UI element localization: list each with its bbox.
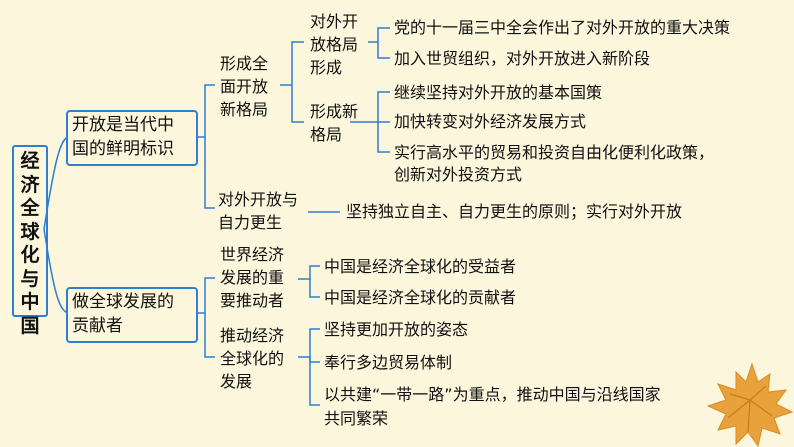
b1-s1-b-item3-line1: 实行高水平的贸易和投资自由化便利化政策， [394,143,715,162]
b1-s1-b-title-line1: 形成新 [310,102,359,121]
b2-sub2-item2: 奉行多边贸易体制 [324,353,453,372]
connector-b2s1-item1 [298,265,320,280]
branch1-box [66,110,198,166]
b1-s1-b-item2: 加快转变对外经济发展方式 [394,112,587,131]
connector-sub1-b [291,85,304,123]
connector-b1-sub1 [196,84,215,138]
connector-a-item1 [368,27,390,43]
connector-b2-sub1 [196,277,215,314]
b1-s1-b-item3-line2: 创新对外投资方式 [394,165,523,184]
b1-sub2-title-line1: 对外开放与 [218,190,299,209]
b2-sub1-item2: 中国是经济全球化的贡献者 [324,288,517,307]
b2-sub1-title-line1: 世界经济 [220,245,285,264]
b1-s1-a-item2: 加入世贸组织，对外开放进入新阶段 [394,49,651,68]
branch1-title-line1: 开放是当代中 [72,115,174,135]
b1-s1-b-title-line2: 格局 [310,125,343,144]
connector-b2-sub2 [204,313,215,358]
b2-sub2-item1: 坚持更加开放的姿态 [324,320,469,339]
connector-b2s2-item3 [309,357,320,406]
b1-sub1-title-line2: 面开放 [220,77,269,96]
root-title: 经济全球化与中国 [20,150,40,337]
maple-leaf-icon [706,362,794,447]
connector-b-item1 [350,91,390,123]
b1-sub2-item: 坚持独立自主、自力更生的原则；实行对外开放 [346,202,683,221]
connector-b2s2-item2 [309,357,320,363]
connector-b2s2-item1 [298,328,320,358]
connector-sub1-a [280,41,304,86]
b2-sub2-title-line2: 全球化的 [220,349,285,368]
b2-sub2-title-line1: 推动经济 [220,326,285,345]
b2-sub1-title-line3: 要推动者 [220,291,285,310]
connector-b2s1-item2 [309,279,320,298]
branch2-box [66,287,198,343]
branch2-title-line2: 贡献者 [72,316,123,336]
b1-s1-a-item1: 党的十一届三中全会作出了对外开放的重大决策 [394,18,731,37]
b1-sub1-title-line1: 形成全 [220,54,269,73]
b2-sub2-item3-line1: 以共建“一带一路”为重点，推动中国与沿线国家 [324,385,661,404]
b1-sub2-title-line2: 自力更生 [218,213,283,232]
b1-sub1-title-line3: 新格局 [220,100,269,119]
branch1-title-line2: 国的鲜明标识 [72,139,174,159]
connector-b1-sub2 [204,137,215,209]
b1-s1-b-item1: 继续坚持对外开放的基本国策 [394,83,603,102]
connector-b-item3 [377,122,390,153]
connector-a-item2 [377,42,390,59]
b2-sub1-title-line2: 发展的重 [220,268,285,287]
b2-sub1-item1: 中国是经济全球化的受益者 [324,257,517,276]
b2-sub2-title-line3: 发展 [220,372,253,391]
b1-s1-a-title-line2: 放格局 [310,35,359,54]
root-box [12,145,48,317]
b1-s1-a-title-line1: 对外开 [310,12,359,31]
b1-s1-a-title-line3: 形成 [310,58,343,77]
branch2-title-line1: 做全球发展的 [72,292,174,312]
b2-sub2-item3-line2: 共同繁荣 [324,409,389,428]
